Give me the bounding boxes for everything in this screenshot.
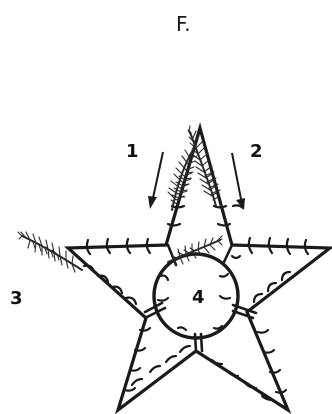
star-frame-icon — [68, 128, 330, 410]
down-arrow-icon — [232, 153, 245, 210]
step-label-4: 4 — [192, 287, 205, 308]
step-label-3: 3 — [10, 288, 23, 309]
evergreen-sprig-icon — [168, 236, 222, 266]
down-arrow-icon — [148, 152, 163, 209]
step-label-1: 1 — [126, 141, 139, 162]
evergreen-sprig-icon — [168, 148, 197, 210]
step-label-2: 2 — [250, 141, 263, 162]
